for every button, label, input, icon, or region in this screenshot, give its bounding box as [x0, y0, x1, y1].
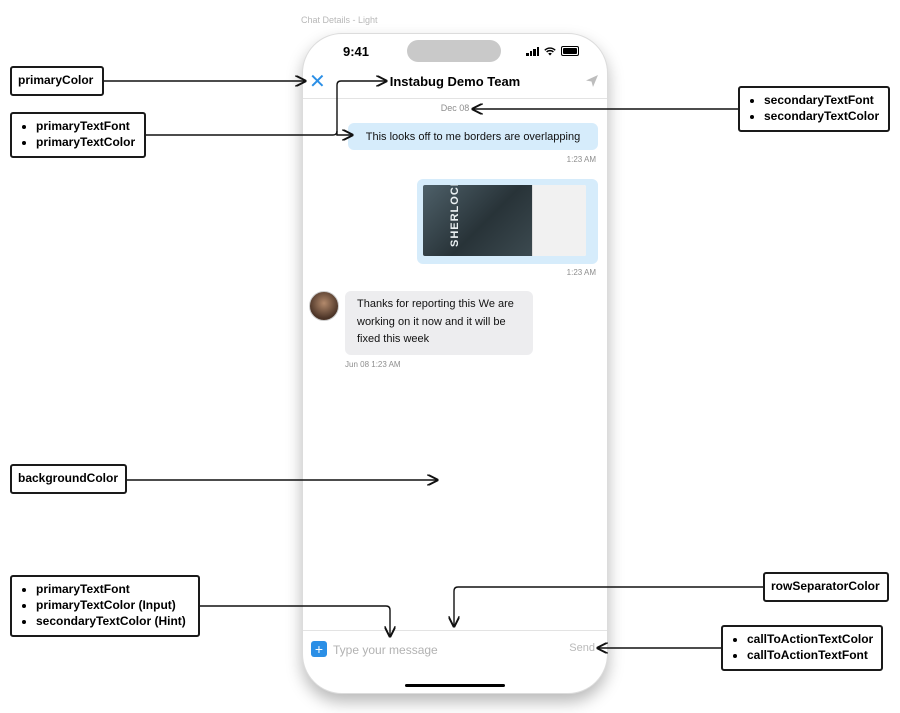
- attachment-image: SHERLOCK: [423, 185, 586, 256]
- annotation-cta: callToActionTextColor callToActionTextFo…: [721, 625, 883, 671]
- chat-title: Instabug Demo Team: [389, 74, 521, 89]
- incoming-message-bubble[interactable]: Thanks for reporting this We are working…: [345, 291, 533, 355]
- annotation-item: secondaryTextColor: [764, 108, 882, 124]
- image-message-bubble[interactable]: SHERLOCK: [417, 179, 598, 264]
- message-input[interactable]: [333, 640, 553, 660]
- annotation-item: secondaryTextFont: [764, 92, 882, 108]
- poster-panel: [532, 185, 586, 256]
- annotation-item: primaryTextFont: [36, 118, 138, 134]
- outgoing-message-bubble[interactable]: This looks off to me borders are overlap…: [348, 123, 598, 150]
- wifi-icon: [544, 46, 556, 55]
- annotation-background-color-label: backgroundColor: [18, 471, 119, 485]
- annotation-row-separator: rowSeparatorColor: [763, 572, 889, 602]
- annotation-item: callToActionTextFont: [747, 647, 875, 663]
- outgoing-message-text: This looks off to me borders are overlap…: [365, 130, 581, 143]
- home-indicator: [405, 684, 505, 687]
- poster-image: SHERLOCK: [423, 185, 532, 256]
- image-message-time: 1:23 AM: [566, 268, 596, 277]
- signal-icon: [526, 46, 539, 56]
- annotation-input-text: primaryTextFont primaryTextColor (Input)…: [10, 575, 200, 637]
- phone-frame: 9:41 ✕ Instabug Demo Team Dec 08 This lo…: [302, 33, 608, 694]
- send-icon[interactable]: [585, 74, 599, 88]
- poster-caption: SHERLOCK: [449, 185, 461, 247]
- avatar: [309, 291, 339, 321]
- incoming-message-time: Jun 08 1:23 AM: [345, 360, 401, 369]
- plus-icon[interactable]: +: [311, 641, 327, 657]
- annotation-item: primaryTextFont: [36, 581, 192, 597]
- annotation-background-color: backgroundColor: [10, 464, 127, 494]
- outgoing-message-time: 1:23 AM: [566, 155, 596, 164]
- nav-bar: ✕ Instabug Demo Team: [303, 68, 607, 99]
- dynamic-island: [407, 40, 501, 62]
- status-icons: [526, 46, 579, 56]
- incoming-message-text: Thanks for reporting this We are working…: [357, 298, 514, 345]
- annotation-primary-text: primaryTextFont primaryTextColor: [10, 112, 146, 158]
- annotation-secondary-text: secondaryTextFont secondaryTextColor: [738, 86, 890, 132]
- annotation-row-separator-label: rowSeparatorColor: [771, 579, 880, 593]
- status-time: 9:41: [343, 44, 370, 59]
- annotation-item: primaryTextColor: [36, 134, 138, 150]
- annotation-primary-color: primaryColor: [10, 66, 104, 96]
- annotation-item: primaryTextColor (Input): [36, 597, 192, 613]
- composer-row: + Send: [303, 630, 607, 667]
- send-button[interactable]: Send: [569, 642, 595, 654]
- battery-icon: [561, 46, 579, 56]
- annotation-item: callToActionTextColor: [747, 631, 875, 647]
- date-separator: Dec 08: [440, 103, 470, 113]
- frame-title: Chat Details - Light: [301, 15, 378, 25]
- annotation-item: secondaryTextColor (Hint): [36, 613, 192, 629]
- annotation-primary-color-label: primaryColor: [18, 73, 94, 87]
